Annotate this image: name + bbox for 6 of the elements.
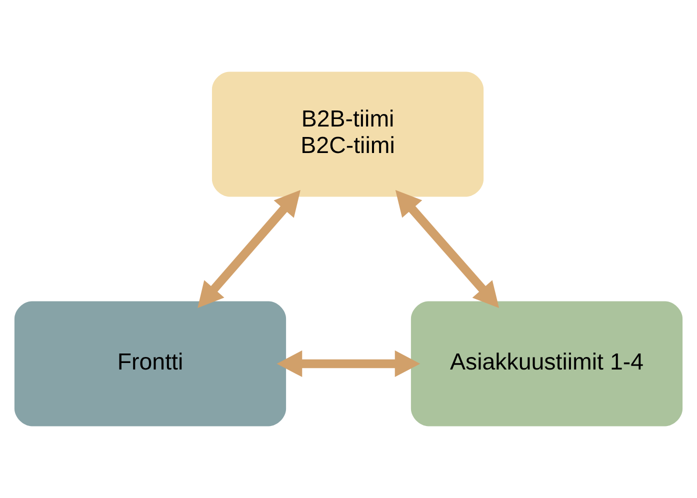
arrow	[276, 350, 420, 378]
arrow	[198, 190, 300, 308]
node-box: Frontti	[14, 301, 286, 426]
node-box: B2B-tiimi B2C-tiimi	[212, 72, 484, 197]
node-box: Asiakkuustiimit 1-4	[410, 301, 683, 426]
arrow	[395, 190, 500, 308]
